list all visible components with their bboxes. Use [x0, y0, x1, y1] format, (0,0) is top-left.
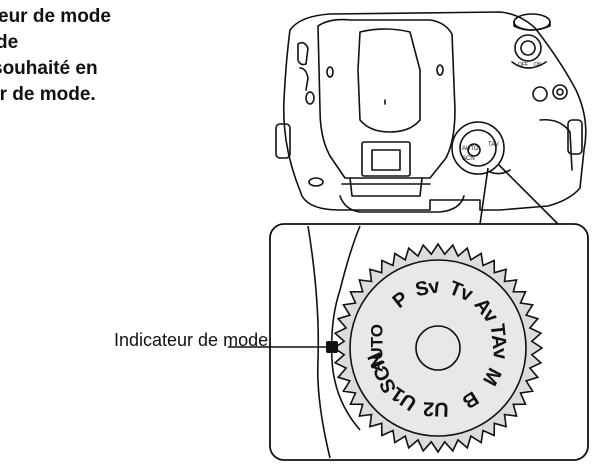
camera-body-outline [282, 11, 587, 211]
dial-label-u2: U2 [423, 397, 449, 420]
instruction-line-4: ur de mode. [0, 84, 96, 105]
camera-dial-label-tav: TAV [488, 142, 499, 148]
camera-prism [357, 28, 421, 133]
switch-label-off: OFF [518, 62, 528, 68]
camera-dial-label-auto: AUTO [462, 146, 479, 152]
eyecup [339, 195, 465, 213]
camera-lens-outline [317, 18, 456, 179]
right-strap-lug [567, 119, 583, 155]
dial-label-sv: Sv [414, 275, 443, 301]
camera-dial-label-scn: SCN [462, 156, 475, 162]
mode-indicator-label: Indicateur de mode [114, 330, 269, 350]
instruction-line-2: de [0, 32, 19, 53]
exposure-comp-button [532, 86, 548, 102]
shutter-button [514, 34, 542, 62]
left-strap-lug [275, 123, 291, 159]
dial-label-tav: TAv [486, 323, 512, 362]
green-button [552, 84, 568, 100]
camera-mode-dial [451, 121, 505, 175]
zoom-lead-right [497, 163, 561, 227]
dial-center [415, 325, 461, 371]
dial-label-auto: AUTO [367, 324, 386, 372]
instruction-line-1: eur de mode [0, 6, 111, 27]
instruction-line-3: souhaité en [0, 58, 98, 79]
instruction-text: eur de mode de souhaité en ur de mode. [0, 4, 180, 108]
hot-shoe [361, 141, 411, 177]
mode-indicator [326, 341, 338, 353]
switch-label-on: ON [534, 62, 542, 68]
zoom-lead-left [479, 167, 489, 225]
